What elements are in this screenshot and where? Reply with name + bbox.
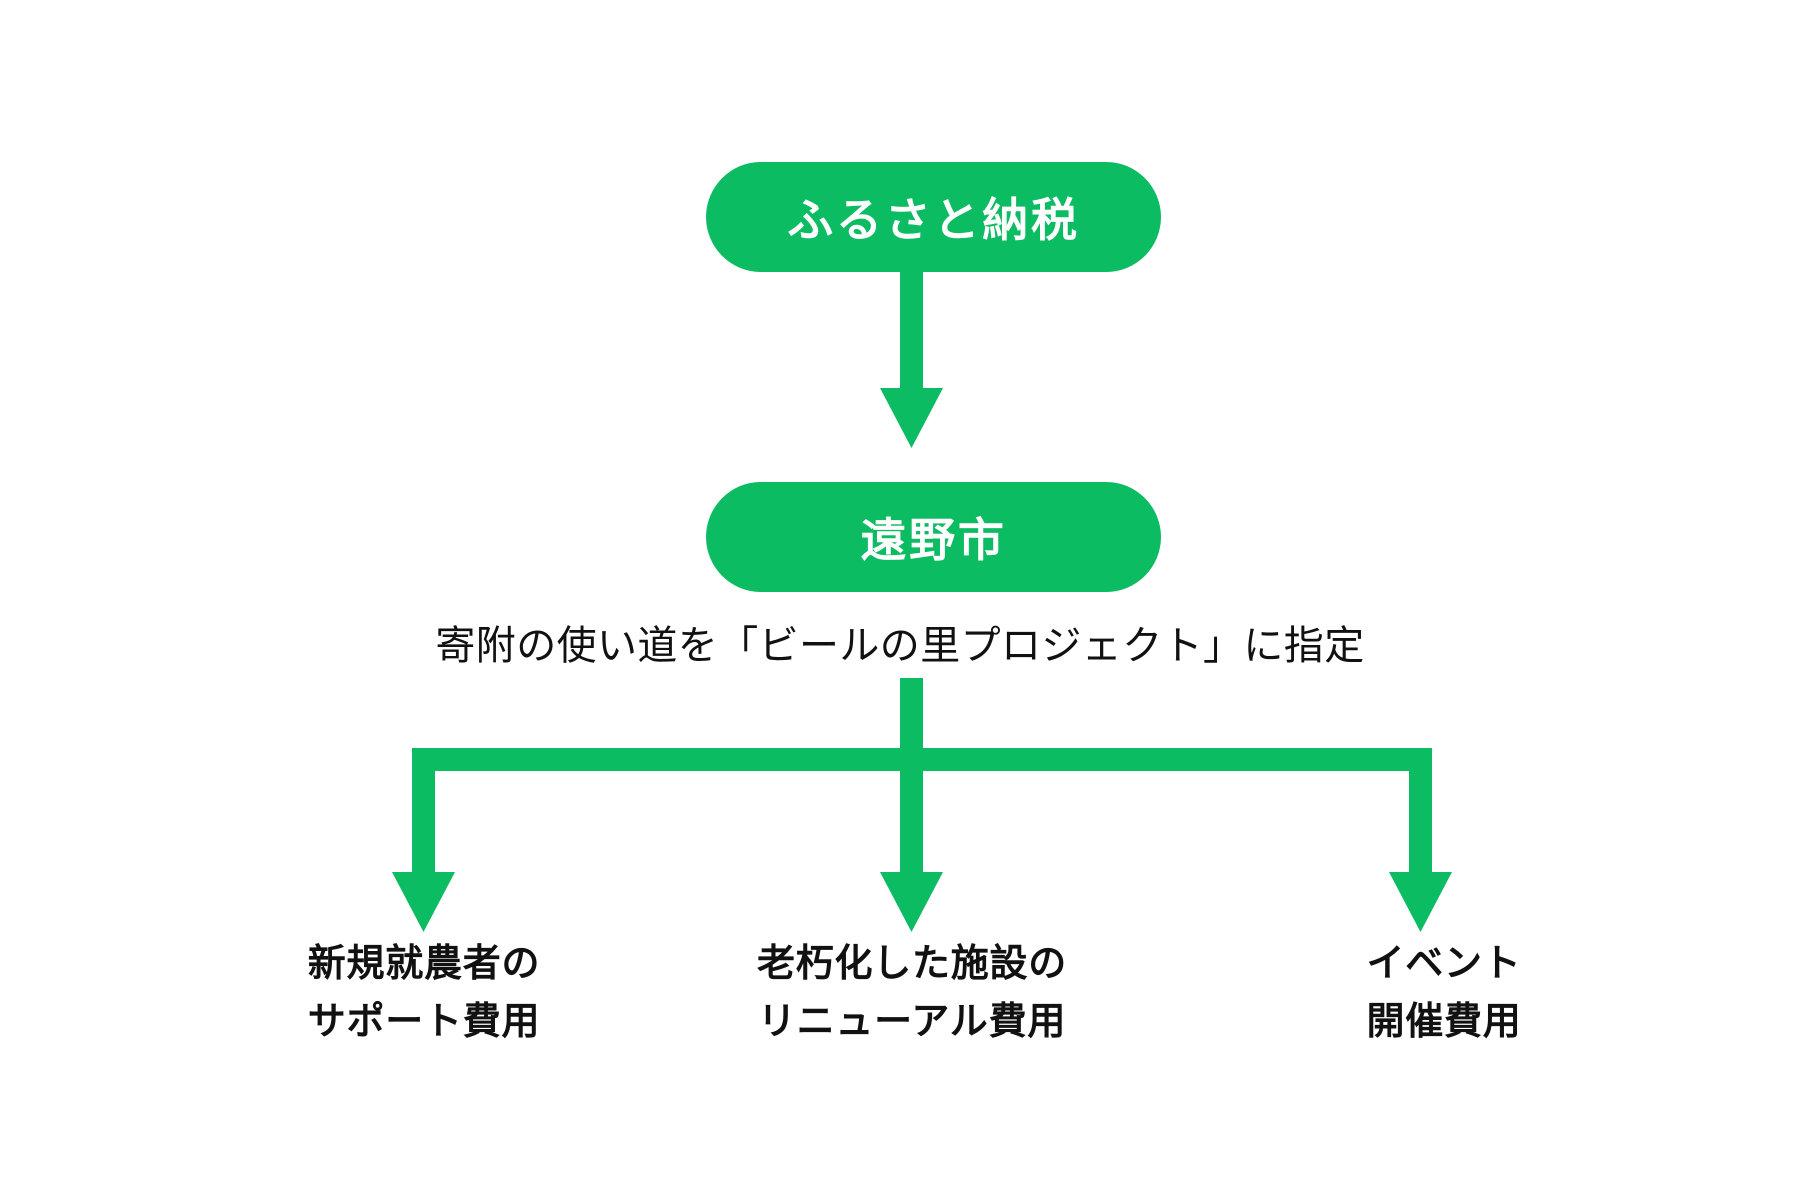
leaf-label-line-1: イベント [1366, 943, 1522, 985]
leaf-label-line-1: 新規就農者の [307, 943, 541, 985]
branch-trunk [900, 678, 923, 770]
leaf-label-new-farmer-support: 新規就農者の サポート費用 [148, 936, 700, 1052]
leaf-label-event-hosting: イベント 開催費用 [1168, 936, 1720, 1052]
leaf-label-facility-renewal: 老朽化した施設の リニューアル費用 [636, 936, 1188, 1052]
leaf-label-line-2: サポート費用 [307, 1000, 541, 1043]
branch-horizontal-bar [412, 748, 1432, 771]
node-tono-city: 遠野市 [706, 482, 1161, 592]
leaf-label-line-2: 開催費用 [1366, 1000, 1522, 1043]
leaf-label-line-2: リニューアル費用 [757, 1000, 1067, 1043]
arrow-donation-to-city [880, 272, 943, 448]
arrow-branch-right [1389, 748, 1452, 932]
caption-designate-use: 寄附の使い道を「ビールの里プロジェクト」に指定 [435, 624, 1365, 668]
arrow-branch-left [392, 748, 455, 932]
node-furusato-nozei-label: ふるさと納税 [787, 194, 1080, 246]
leaf-label-line-1: 老朽化した施設の [756, 943, 1068, 985]
node-tono-city-label: 遠野市 [860, 514, 1007, 566]
node-furusato-nozei: ふるさと納税 [706, 162, 1161, 272]
arrow-branch-center [880, 748, 943, 932]
